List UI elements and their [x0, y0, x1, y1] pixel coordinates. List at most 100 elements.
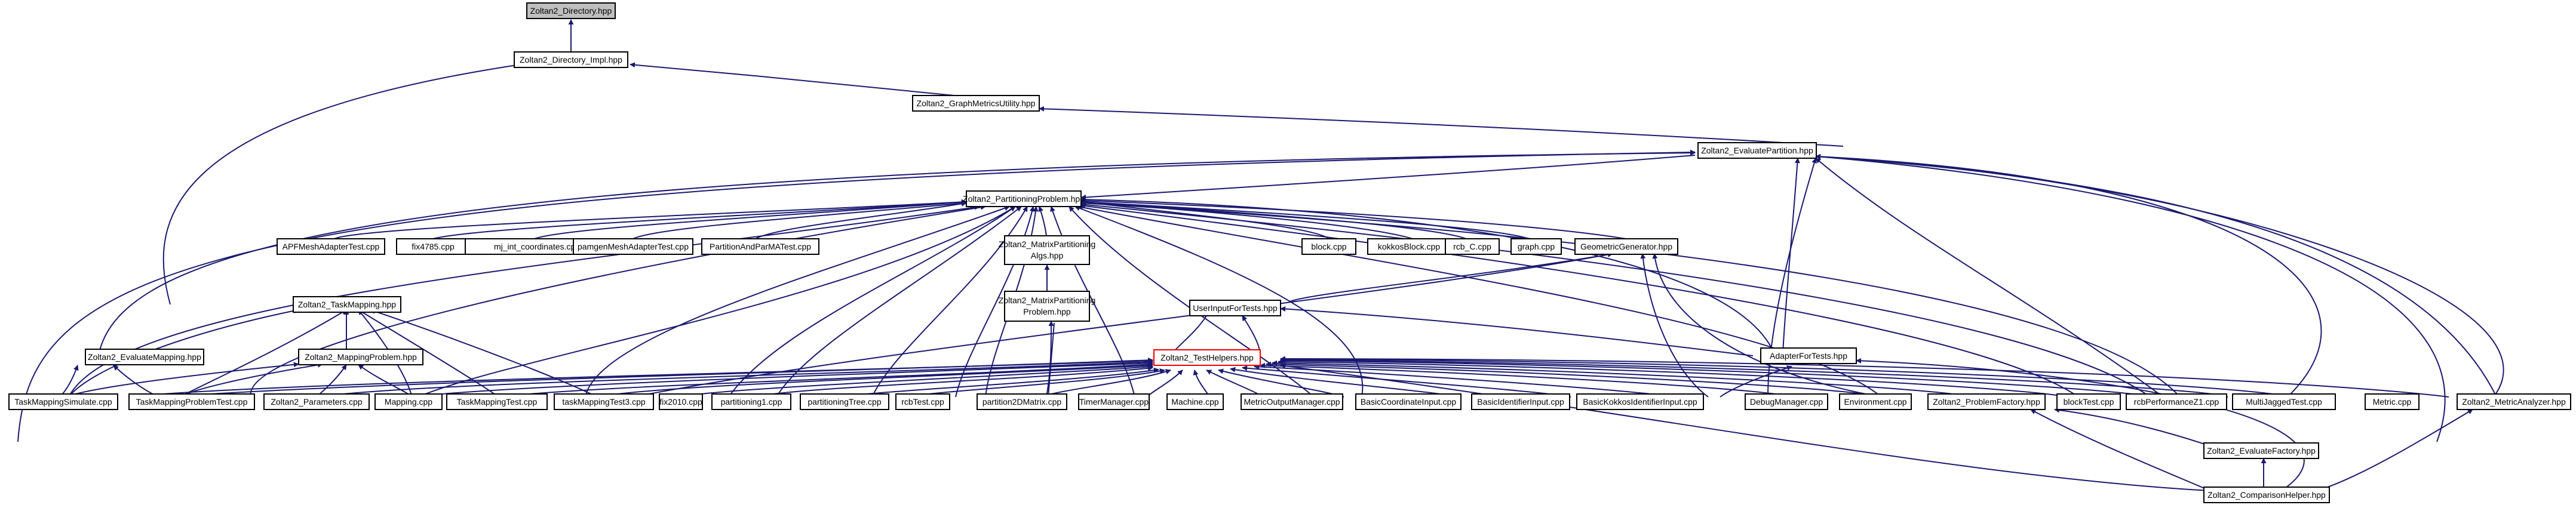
edge	[2030, 409, 2210, 491]
node-label: taskMappingTest3.cpp	[562, 397, 646, 407]
node-evaluate-factory[interactable]: Zoltan2_EvaluateFactory.hpp	[2203, 442, 2319, 459]
node-label: MetricOutputManager.cpp	[1244, 397, 1340, 407]
node-basic-coordinate-input[interactable]: BasicCoordinateInput.cpp	[1355, 393, 1462, 410]
edge	[250, 204, 986, 398]
node-label: MultiJaggedTest.cpp	[2246, 397, 2322, 407]
node-label: Machine.cpp	[1171, 397, 1219, 407]
node-mapping[interactable]: Mapping.cpp	[374, 393, 443, 410]
node-metric-output-manager[interactable]: MetricOutputManager.cpp	[1241, 393, 1343, 410]
edge	[59, 365, 79, 398]
node-label: pamgenMeshAdapterTest.cpp	[578, 242, 689, 251]
edge	[1080, 200, 2181, 398]
node-label: Zoltan2_Directory_Impl.hpp	[520, 55, 622, 64]
edge	[2317, 409, 2473, 491]
node-graph[interactable]: graph.cpp	[1510, 238, 1562, 255]
node-label: Problem.hpp	[1023, 307, 1071, 316]
node-label: Zoltan2_ProblemFactory.hpp	[1933, 397, 2040, 407]
edge	[432, 199, 967, 239]
node-zoltan2-directory[interactable]: Zoltan2_Directory.hpp	[526, 2, 616, 19]
node-partition-and-parma-test[interactable]: PartitionAndParMATest.cpp	[701, 238, 819, 255]
edge	[412, 360, 1153, 398]
node-label: Zoltan2_MatrixPartitioning	[999, 295, 1096, 305]
edge	[162, 62, 521, 305]
node-pamgen-mesh-adapter-test[interactable]: pamgenMeshAdapterTest.cpp	[573, 238, 693, 255]
edge	[1815, 153, 2504, 398]
node-label: BasicCoordinateInput.cpp	[1361, 397, 1457, 407]
node-metric[interactable]: Metric.cpp	[2365, 393, 2420, 410]
node-matrix-partitioning-algs[interactable]: Zoltan2_MatrixPartitioning Algs.hpp	[999, 235, 1096, 265]
node-rcb-c[interactable]: rcb_C.cpp	[1445, 238, 1500, 255]
node-fix4785[interactable]: fix4785.cpp	[396, 238, 470, 255]
node-label: Zoltan2_MappingProblem.hpp	[305, 352, 417, 362]
edge	[1046, 321, 1054, 398]
node-label: Environment.cpp	[1844, 397, 1906, 407]
node-timer-manager[interactable]: TimerManager.cpp	[1078, 393, 1150, 410]
node-user-input-for-tests[interactable]: UserInputForTests.hpp	[1189, 300, 1281, 316]
node-mapping-problem[interactable]: Zoltan2_MappingProblem.hpp	[298, 349, 423, 365]
edge	[1280, 356, 2449, 398]
node-metric-analyzer[interactable]: Zoltan2_MetricAnalyzer.hpp	[2457, 393, 2571, 410]
node-label: blockTest.cpp	[2064, 397, 2114, 407]
node-problem-factory[interactable]: Zoltan2_ProblemFactory.hpp	[1927, 393, 2046, 410]
node-geometric-generator[interactable]: GeometricGenerator.hpp	[1574, 238, 1678, 255]
edge	[1815, 158, 2169, 401]
node-label: DebugManager.cpp	[1750, 397, 1823, 407]
node-label: UserInputForTests.hpp	[1193, 303, 1278, 313]
node-rcb-test[interactable]: rcbTest.cpp	[895, 393, 950, 410]
node-partitioning1[interactable]: partitioning1.cpp	[711, 393, 791, 410]
edge	[1254, 364, 1673, 398]
node-comparison-helper[interactable]: Zoltan2_ComparisonHelper.hpp	[2203, 487, 2330, 503]
node-task-mapping-test[interactable]: TaskMappingTest.cpp	[446, 393, 548, 410]
node-task-mapping-test3[interactable]: taskMappingTest3.cpp	[554, 393, 654, 410]
edge	[758, 365, 1153, 398]
edge	[755, 201, 967, 239]
node-label: partitioning1.cpp	[721, 397, 782, 407]
edge	[1080, 202, 2151, 398]
node-test-helpers[interactable]: Zoltan2_TestHelpers.hpp	[1153, 349, 1261, 366]
node-environment[interactable]: Environment.cpp	[1839, 393, 1912, 410]
node-machine[interactable]: Machine.cpp	[1166, 393, 1224, 410]
node-task-mapping[interactable]: Zoltan2_TaskMapping.hpp	[293, 296, 401, 313]
node-multi-jagged-test[interactable]: MultiJaggedTest.cpp	[2232, 393, 2336, 410]
node-block[interactable]: block.cpp	[1301, 238, 1356, 255]
node-rcb-performance-z1[interactable]: rcbPerformanceZ1.cpp	[2126, 393, 2227, 410]
edge	[1080, 199, 1467, 239]
node-task-mapping-problem-test[interactable]: TaskMappingProblemTest.cpp	[128, 393, 255, 410]
node-evaluate-partition[interactable]: Zoltan2_EvaluatePartition.hpp	[1697, 142, 1817, 159]
node-label: Zoltan2_MetricAnalyzer.hpp	[2462, 397, 2566, 407]
edge	[1193, 370, 1210, 398]
node-fix2010[interactable]: fix2010.cpp	[659, 393, 703, 410]
edge	[2054, 407, 2210, 447]
node-graph-metrics-utility[interactable]: Zoltan2_GraphMetricsUtility.hpp	[912, 95, 1040, 112]
edge	[1815, 154, 2446, 442]
node-label: Zoltan2_GraphMetricsUtility.hpp	[917, 98, 1036, 108]
node-label: fix4785.cpp	[412, 242, 455, 251]
node-partitioning-tree[interactable]: partitioningTree.cpp	[800, 393, 889, 410]
node-matrix-partitioning-problem[interactable]: Zoltan2_MatrixPartitioning Problem.hpp	[999, 291, 1096, 322]
node-adapter-for-tests[interactable]: AdapterForTests.hpp	[1760, 347, 1857, 364]
edge	[1079, 203, 2079, 398]
node-block-test[interactable]: blockTest.cpp	[2056, 393, 2121, 410]
node-evaluate-mapping[interactable]: Zoltan2_EvaluateMapping.hpp	[85, 349, 204, 365]
edge	[633, 252, 1613, 398]
node-label: TaskMappingTest.cpp	[457, 397, 538, 407]
node-partitioning-problem[interactable]: Zoltan2_PartitioningProblem.hpp	[963, 190, 1085, 207]
node-label: Zoltan2_EvaluatePartition.hpp	[1701, 146, 1813, 155]
node-label: partition2DMatrix.cpp	[982, 397, 1061, 407]
node-directory-impl[interactable]: Zoltan2_Directory_Impl.hpp	[514, 51, 628, 68]
node-basic-kokkos-identifier-input[interactable]: BasicKokkosIdentifierInput.cpp	[1576, 393, 1704, 410]
edge	[1260, 362, 1792, 398]
node-zoltan2-parameters[interactable]: Zoltan2_Parameters.cpp	[263, 393, 370, 410]
node-label: fix2010.cpp	[659, 397, 702, 407]
edge	[316, 359, 1153, 398]
edge	[1280, 363, 2210, 491]
edge	[1640, 253, 1709, 398]
node-debug-manager[interactable]: DebugManager.cpp	[1745, 393, 1828, 410]
node-apf-mesh-adapter-test[interactable]: APFMeshAdapterTest.cpp	[277, 238, 385, 255]
node-basic-identifier-input[interactable]: BasicIdentifierInput.cpp	[1471, 393, 1570, 410]
edge	[1266, 361, 1882, 398]
edge	[1080, 198, 1626, 239]
node-task-mapping-simulate[interactable]: TaskMappingSimulate.cpp	[8, 393, 118, 410]
node-kokkos-block[interactable]: kokkosBlock.cpp	[1367, 238, 1451, 255]
node-partition-2d-matrix[interactable]: partition2DMatrix.cpp	[977, 393, 1067, 410]
